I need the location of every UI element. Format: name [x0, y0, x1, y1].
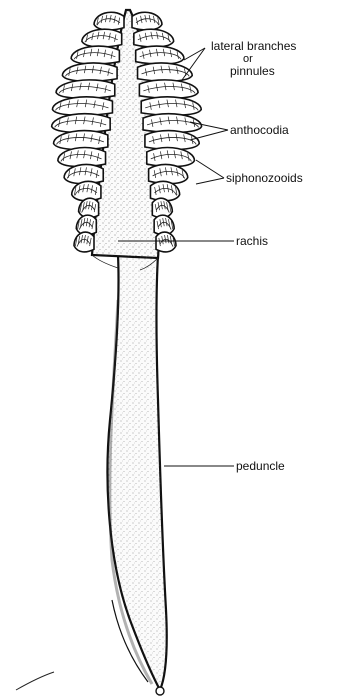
pinnule — [94, 12, 124, 30]
label-anthocodia: anthocodia — [230, 123, 289, 137]
pinnule — [74, 232, 94, 252]
pinnule — [138, 63, 193, 81]
pinnule — [147, 148, 195, 167]
pinnule — [82, 29, 122, 47]
pinnule — [149, 164, 188, 183]
label-rachis: rachis — [236, 234, 268, 248]
pinnule — [62, 63, 117, 81]
label-pinnules: pinnules — [230, 64, 275, 78]
pinnule — [156, 232, 176, 252]
leader-lateral-branches-2 — [182, 48, 205, 80]
leader-siphonozooids-1 — [196, 160, 224, 178]
label-siphonozooids: siphonozooids — [226, 171, 303, 185]
pinnule — [150, 181, 179, 200]
leader-siphonozooids-2 — [196, 178, 224, 184]
pinnule — [64, 164, 103, 183]
pinnule — [71, 46, 119, 64]
pinnule — [58, 148, 106, 167]
pinnule — [136, 46, 184, 64]
pinnule — [56, 80, 115, 98]
peduncle-shape — [107, 255, 166, 695]
pinnule — [72, 181, 101, 200]
stray-mark — [16, 672, 54, 690]
pinnule — [139, 80, 198, 98]
pinnule — [54, 131, 108, 150]
pinnule — [134, 29, 174, 47]
label-peduncle: peduncle — [236, 459, 285, 473]
leader-anthocodia-2 — [190, 130, 228, 140]
pinnule — [141, 97, 201, 116]
leader-lateral-branches-1 — [184, 48, 205, 60]
pinnule — [132, 12, 162, 30]
pinnule — [52, 97, 112, 116]
label-lateral-branches: lateral branches — [211, 39, 296, 53]
pinnule — [52, 114, 110, 133]
